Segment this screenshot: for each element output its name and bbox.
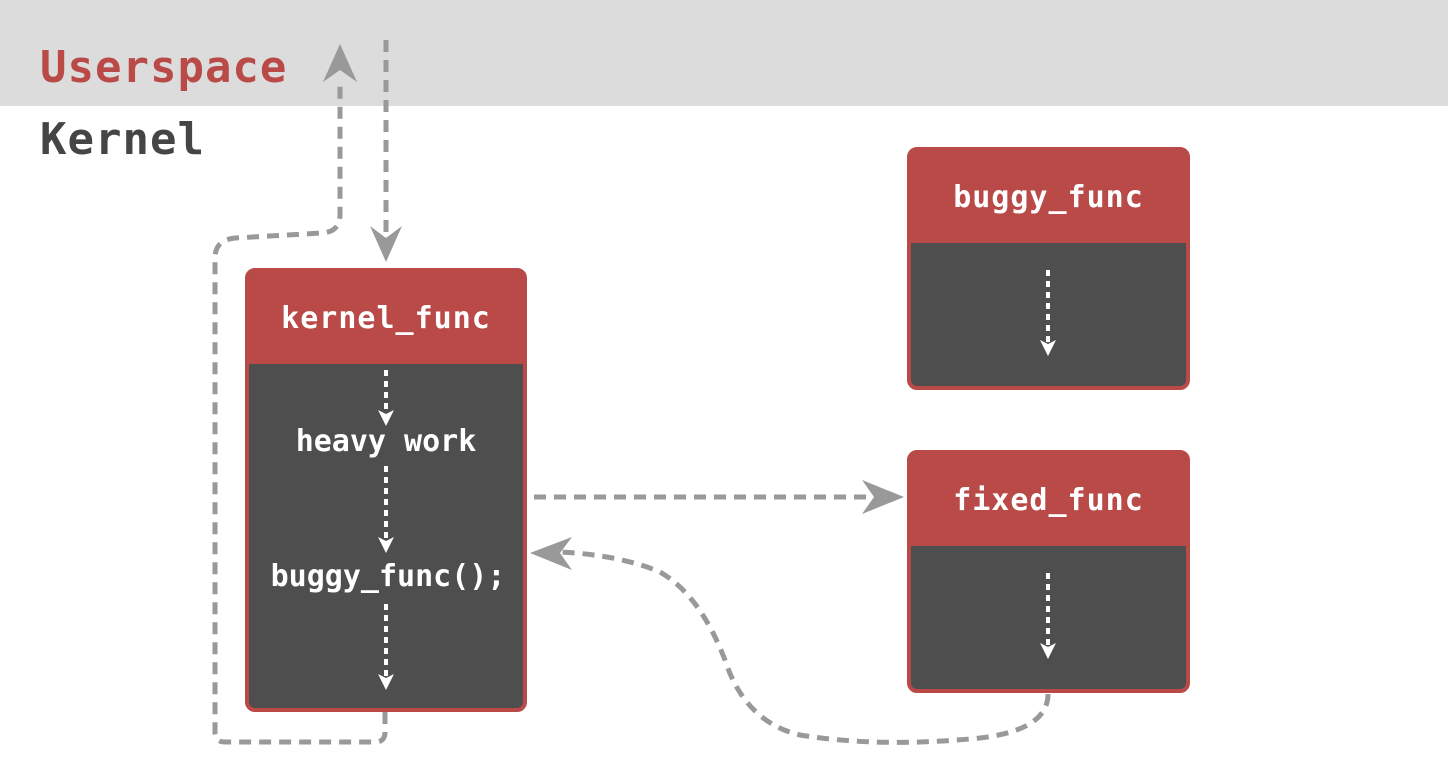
kernel-func-inner-arrows bbox=[378, 370, 394, 690]
kernel-label: Kernel bbox=[40, 114, 205, 165]
fixed-func-title: fixed_func bbox=[911, 454, 1186, 546]
fixed-func-box: fixed_func bbox=[907, 450, 1190, 693]
userspace-label: Userspace bbox=[40, 42, 288, 93]
return-arrow bbox=[530, 537, 1051, 745]
fixed-func-inner-arrow bbox=[1040, 573, 1056, 659]
kernel-func-box: kernel_func bbox=[245, 268, 527, 712]
buggy-func-call-step: buggy_func(); bbox=[270, 559, 506, 594]
heavy-work-step: heavy work bbox=[295, 424, 477, 459]
syscall-return-arrow bbox=[212, 44, 388, 745]
userspace-band bbox=[0, 0, 1448, 106]
kernel-func-title: kernel_func bbox=[249, 272, 523, 364]
buggy-func-title: buggy_func bbox=[911, 151, 1186, 243]
redirect-arrow bbox=[534, 480, 904, 514]
syscall-entry-arrow bbox=[370, 40, 402, 262]
buggy-func-inner-arrow bbox=[1040, 270, 1056, 356]
